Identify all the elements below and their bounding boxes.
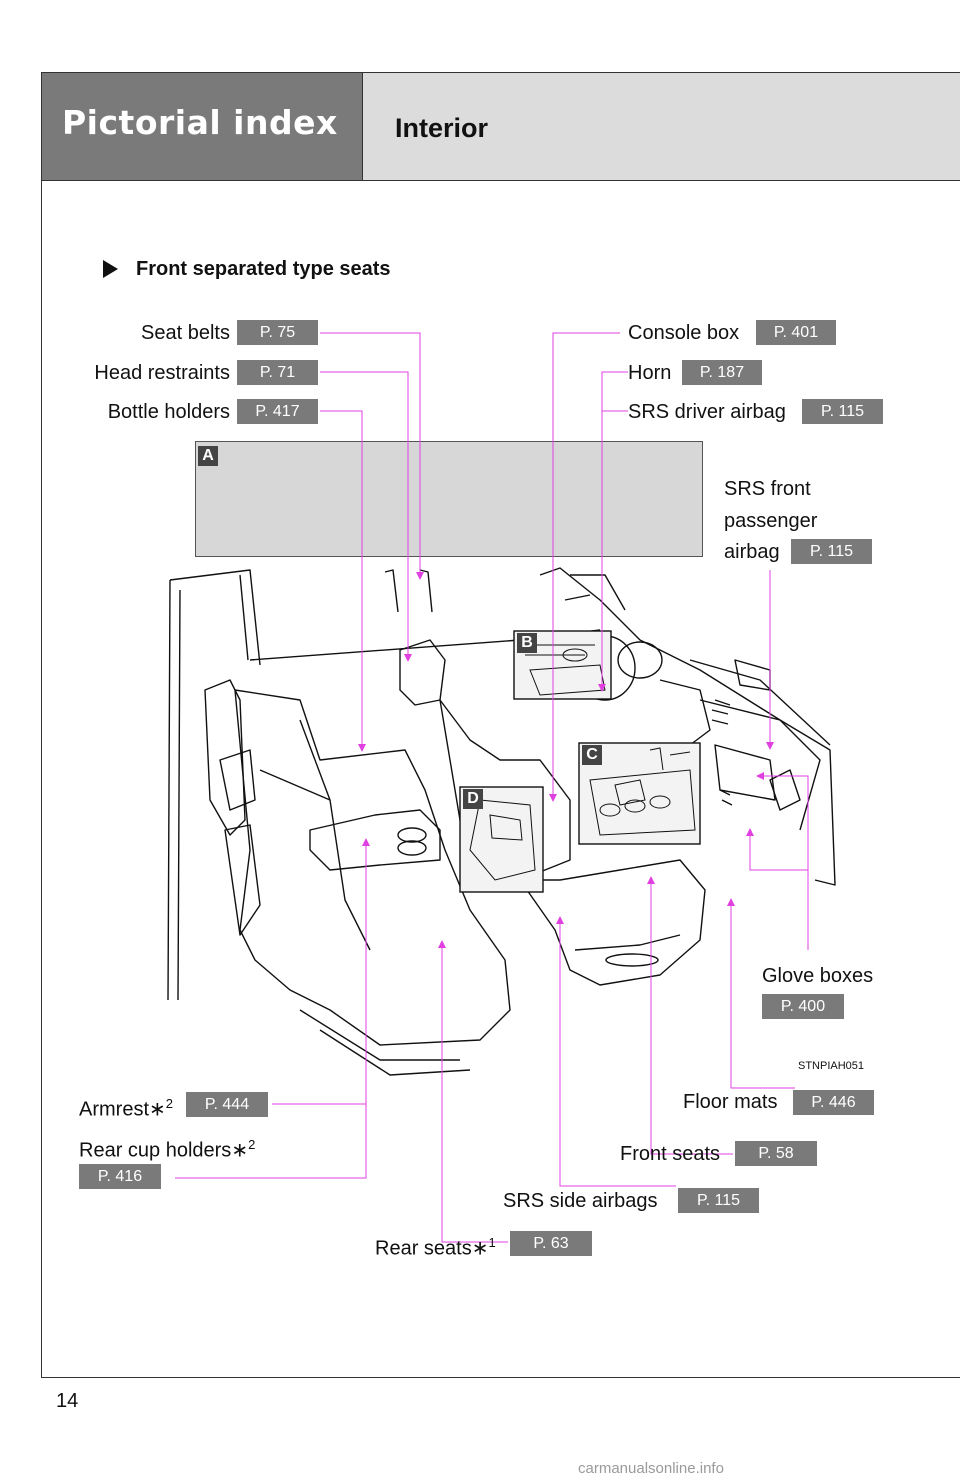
label-seat-belts: Seat belts (141, 322, 230, 344)
leader-rear-seats (441, 942, 508, 1243)
page-ref-console-box[interactable]: P. 401 (756, 320, 836, 345)
panel-a-placeholder (195, 441, 703, 557)
label-srs-driver-airbag: SRS driver airbag (628, 401, 786, 423)
pillar-outline (167, 579, 181, 1001)
label-srs-passenger-line1: SRS front (724, 478, 811, 500)
leader-floor-mats (730, 900, 795, 1089)
label-srs-passenger-line3: airbag (724, 541, 780, 563)
label-floor-mats: Floor mats (683, 1091, 778, 1113)
page-ref-seat-belts[interactable]: P. 75 (237, 320, 318, 345)
panel-tag-a[interactable]: A (198, 446, 218, 466)
watermark: carmanualsonline.info (578, 1460, 724, 1477)
label-front-seats: Front seats (620, 1143, 721, 1165)
page-ref-srs-side-airbags[interactable]: P. 115 (678, 1188, 759, 1213)
leader-horn (601, 371, 628, 690)
leader-srs-side-airbags (559, 918, 676, 1187)
label-console-box: Console box (628, 322, 740, 344)
label-rear-seats: Rear seats∗1 (375, 1235, 496, 1260)
page-ref-horn[interactable]: P. 187 (682, 360, 762, 385)
section-heading: Front separated type seats (103, 258, 391, 281)
panel-tag-b[interactable]: B (517, 633, 537, 653)
label-rear-cup-holders: Rear cup holders∗2 (79, 1137, 256, 1162)
page-ref-srs-passenger-airbag[interactable]: P. 115 (791, 539, 872, 564)
leader-console-box (552, 332, 620, 800)
label-armrest: Armrest∗2 (79, 1096, 173, 1121)
page-ref-front-seats[interactable]: P. 58 (735, 1141, 817, 1166)
triangle-arrow-icon (103, 260, 118, 278)
label-srs-passenger-line2: passenger (724, 510, 818, 532)
leader-front-seats (650, 878, 733, 1155)
page-title: Interior (395, 113, 489, 143)
leader-head-restraints (320, 371, 409, 660)
leader-seat-belts (320, 332, 421, 578)
label-horn: Horn (628, 362, 672, 384)
category-title: Pictorial index (62, 103, 338, 142)
leader-rear-cup-holders (175, 1104, 367, 1179)
panel-tag-c[interactable]: C (582, 745, 602, 765)
title-header: Interior (363, 73, 960, 180)
label-srs-side-airbags: SRS side airbags (503, 1190, 658, 1212)
page-ref-rear-cup-holders[interactable]: P. 416 (79, 1164, 161, 1189)
page-ref-armrest[interactable]: P. 444 (186, 1092, 268, 1117)
section-heading-text: Front separated type seats (136, 258, 391, 280)
leader-bottle-holders (320, 410, 363, 750)
page-ref-rear-seats[interactable]: P. 63 (510, 1231, 592, 1256)
panel-tag-d[interactable]: D (463, 789, 483, 809)
label-head-restraints: Head restraints (94, 362, 230, 384)
page-number: 14 (56, 1390, 79, 1412)
page-ref-head-restraints[interactable]: P. 71 (237, 360, 318, 385)
page-ref-glove-boxes[interactable]: P. 400 (762, 994, 844, 1019)
leader-glove-boxes (749, 775, 809, 950)
leader-armrest (272, 840, 367, 1105)
header-divider (42, 180, 960, 181)
page-ref-floor-mats[interactable]: P. 446 (793, 1090, 874, 1115)
category-header: Pictorial index (42, 73, 363, 180)
page-ref-srs-driver-airbag[interactable]: P. 115 (802, 399, 883, 424)
page-ref-bottle-holders[interactable]: P. 417 (237, 399, 318, 424)
figure-code: STNPIAH051 (798, 1060, 865, 1072)
page-frame (41, 72, 960, 1378)
label-bottle-holders: Bottle holders (107, 401, 230, 423)
label-glove-boxes: Glove boxes (762, 965, 874, 987)
